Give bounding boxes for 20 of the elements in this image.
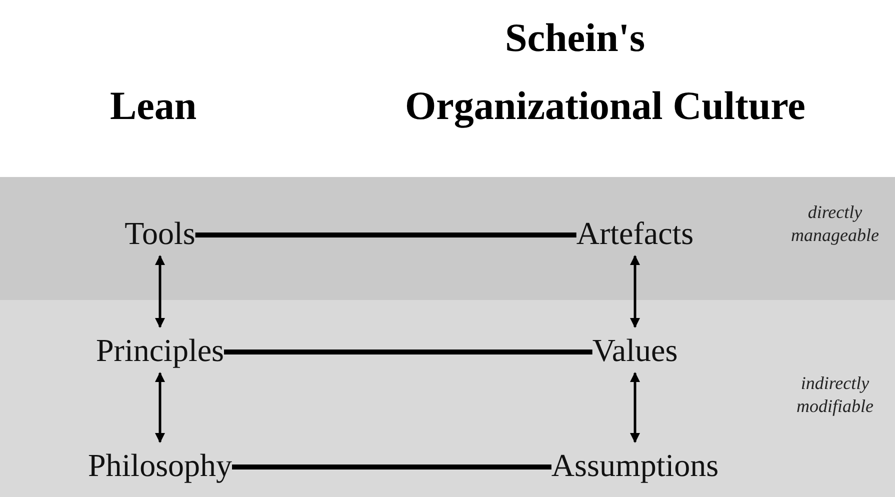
layer-band [0, 177, 895, 300]
concept-label: Artefacts [576, 213, 694, 253]
band-note: directly manageable [790, 201, 880, 246]
connector-line [195, 232, 576, 238]
concept-label: Values [592, 330, 678, 370]
concept-label: Tools [124, 213, 196, 253]
double-arrow [630, 255, 640, 328]
double-arrow [155, 255, 165, 328]
double-arrow [155, 372, 165, 443]
column-heading: Organizational Culture [405, 82, 806, 129]
concept-label: Philosophy [88, 445, 232, 485]
column-heading: Schein's [505, 14, 646, 61]
band-note: indirectly modifiable [796, 372, 874, 417]
concept-label: Assumptions [551, 445, 719, 485]
layer-band [0, 300, 895, 497]
connector-line [224, 350, 592, 354]
column-heading: Lean [110, 82, 197, 129]
concept-label: Principles [96, 330, 224, 370]
double-arrow [630, 372, 640, 443]
connector-line [232, 464, 552, 470]
